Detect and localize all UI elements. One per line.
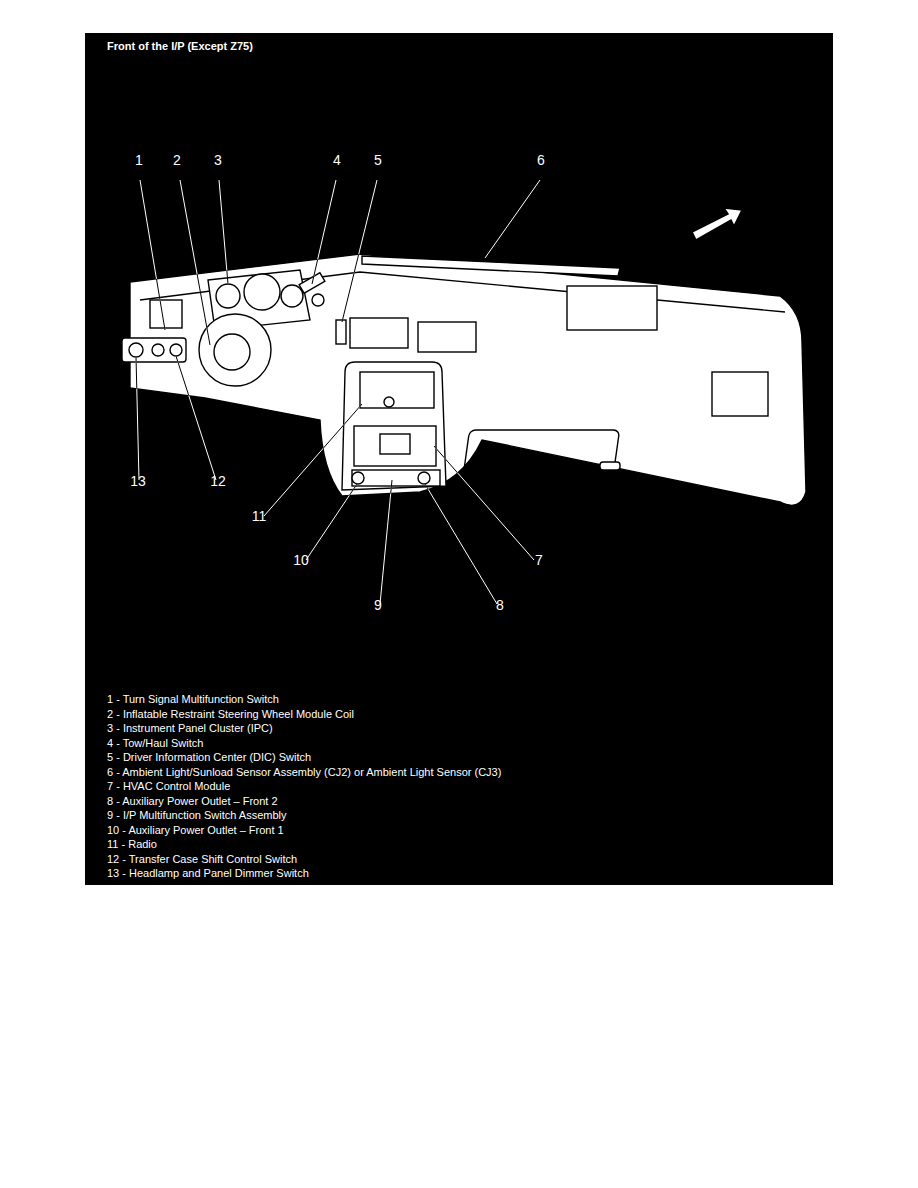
defrost-grille — [362, 256, 620, 276]
switch-knob — [152, 344, 164, 356]
gauge — [244, 274, 280, 310]
callout-number: 3 — [214, 152, 222, 168]
radio — [360, 372, 434, 408]
leader-line — [180, 180, 210, 345]
headlamp-knob — [129, 343, 143, 357]
leader-line — [380, 480, 392, 604]
leader-line — [306, 484, 357, 560]
legend-line: 12 - Transfer Case Shift Control Switch — [107, 853, 297, 866]
callout-number: 7 — [535, 552, 543, 568]
callout-number: 1 — [135, 152, 143, 168]
legend-line: 8 - Auxiliary Power Outlet – Front 2 — [107, 795, 278, 808]
leader-line — [219, 180, 228, 284]
leader-line — [485, 180, 540, 258]
legend-line: 6 - Ambient Light/Sunload Sensor Assembl… — [107, 766, 501, 779]
legend-line: 11 - Radio — [107, 838, 157, 851]
instrument-panel — [130, 254, 806, 505]
center-stack — [342, 362, 446, 490]
leader-line — [140, 180, 165, 330]
leader-line — [136, 357, 139, 480]
radio-knob — [384, 397, 394, 407]
leader-line — [176, 356, 216, 480]
leader-line — [425, 484, 497, 604]
legend-line: 10 - Auxiliary Power Outlet – Front 1 — [107, 824, 284, 837]
leader-line — [264, 404, 362, 516]
leader-line — [312, 180, 336, 284]
diagram-title: Front of the I/P (Except Z75) — [107, 40, 253, 53]
leader-line — [380, 480, 392, 604]
hvac-display — [380, 434, 410, 454]
center-vent — [350, 318, 408, 348]
passenger-airbag-door — [567, 286, 657, 330]
steering-hub — [214, 334, 250, 370]
leader-lines-outside — [136, 180, 540, 604]
transfer-case-knob — [170, 344, 182, 356]
legend-line: 5 - Driver Information Center (DIC) Swit… — [107, 751, 311, 764]
callout-number: 11 — [252, 508, 267, 524]
legend-line: 4 - Tow/Haul Switch — [107, 737, 203, 750]
callout-number: 9 — [374, 597, 382, 613]
callout-number: 4 — [333, 152, 341, 168]
gauge — [281, 285, 303, 307]
callout-number: 5 — [374, 152, 382, 168]
gauge — [216, 284, 240, 308]
glove-box — [463, 430, 620, 480]
legend-line: 7 - HVAC Control Module — [107, 780, 230, 793]
center-vent — [418, 322, 476, 352]
legend-line: 9 - I/P Multifunction Switch Assembly — [107, 809, 287, 822]
left-vent — [150, 300, 182, 328]
leader-lines — [136, 180, 540, 604]
glove-box-handle — [600, 462, 620, 470]
leader-line — [306, 484, 357, 560]
steering-wheel — [199, 314, 271, 386]
leader-line — [136, 357, 139, 480]
dashboard-drawing — [122, 254, 806, 505]
leader-line — [485, 180, 540, 258]
callout-number: 10 — [293, 552, 309, 568]
callout-number: 2 — [173, 152, 181, 168]
leader-line — [342, 180, 377, 322]
switch-row — [352, 470, 440, 486]
power-outlet — [418, 472, 430, 484]
leader-line — [425, 484, 497, 604]
leader-line — [434, 446, 534, 560]
hvac-control — [354, 426, 436, 466]
frame-ground — [85, 33, 833, 885]
legend-line: 2 - Inflatable Restraint Steering Wheel … — [107, 708, 354, 721]
legend-line: 1 - Turn Signal Multifunction Switch — [107, 693, 279, 706]
direction-arrow — [692, 208, 742, 240]
leader-lines-inside — [136, 180, 540, 604]
power-outlet — [352, 472, 364, 484]
leader-line — [219, 180, 228, 284]
callout-number: 6 — [537, 152, 545, 168]
callout-number: 12 — [210, 473, 226, 489]
leader-line — [434, 446, 534, 560]
leader-line — [342, 180, 377, 322]
tow-haul-switch — [312, 294, 324, 306]
right-vent — [712, 372, 768, 416]
callout-number: 8 — [496, 597, 504, 613]
leader-line — [180, 180, 210, 345]
callout-number: 13 — [130, 473, 146, 489]
legend-line: 3 - Instrument Panel Cluster (IPC) — [107, 722, 273, 735]
arrow-symbol — [692, 208, 742, 240]
leader-line — [176, 356, 216, 480]
legend-line: 13 - Headlamp and Panel Dimmer Switch — [107, 867, 309, 880]
dic-switch — [336, 320, 346, 344]
leader-line — [312, 180, 336, 284]
leader-line — [140, 180, 165, 330]
